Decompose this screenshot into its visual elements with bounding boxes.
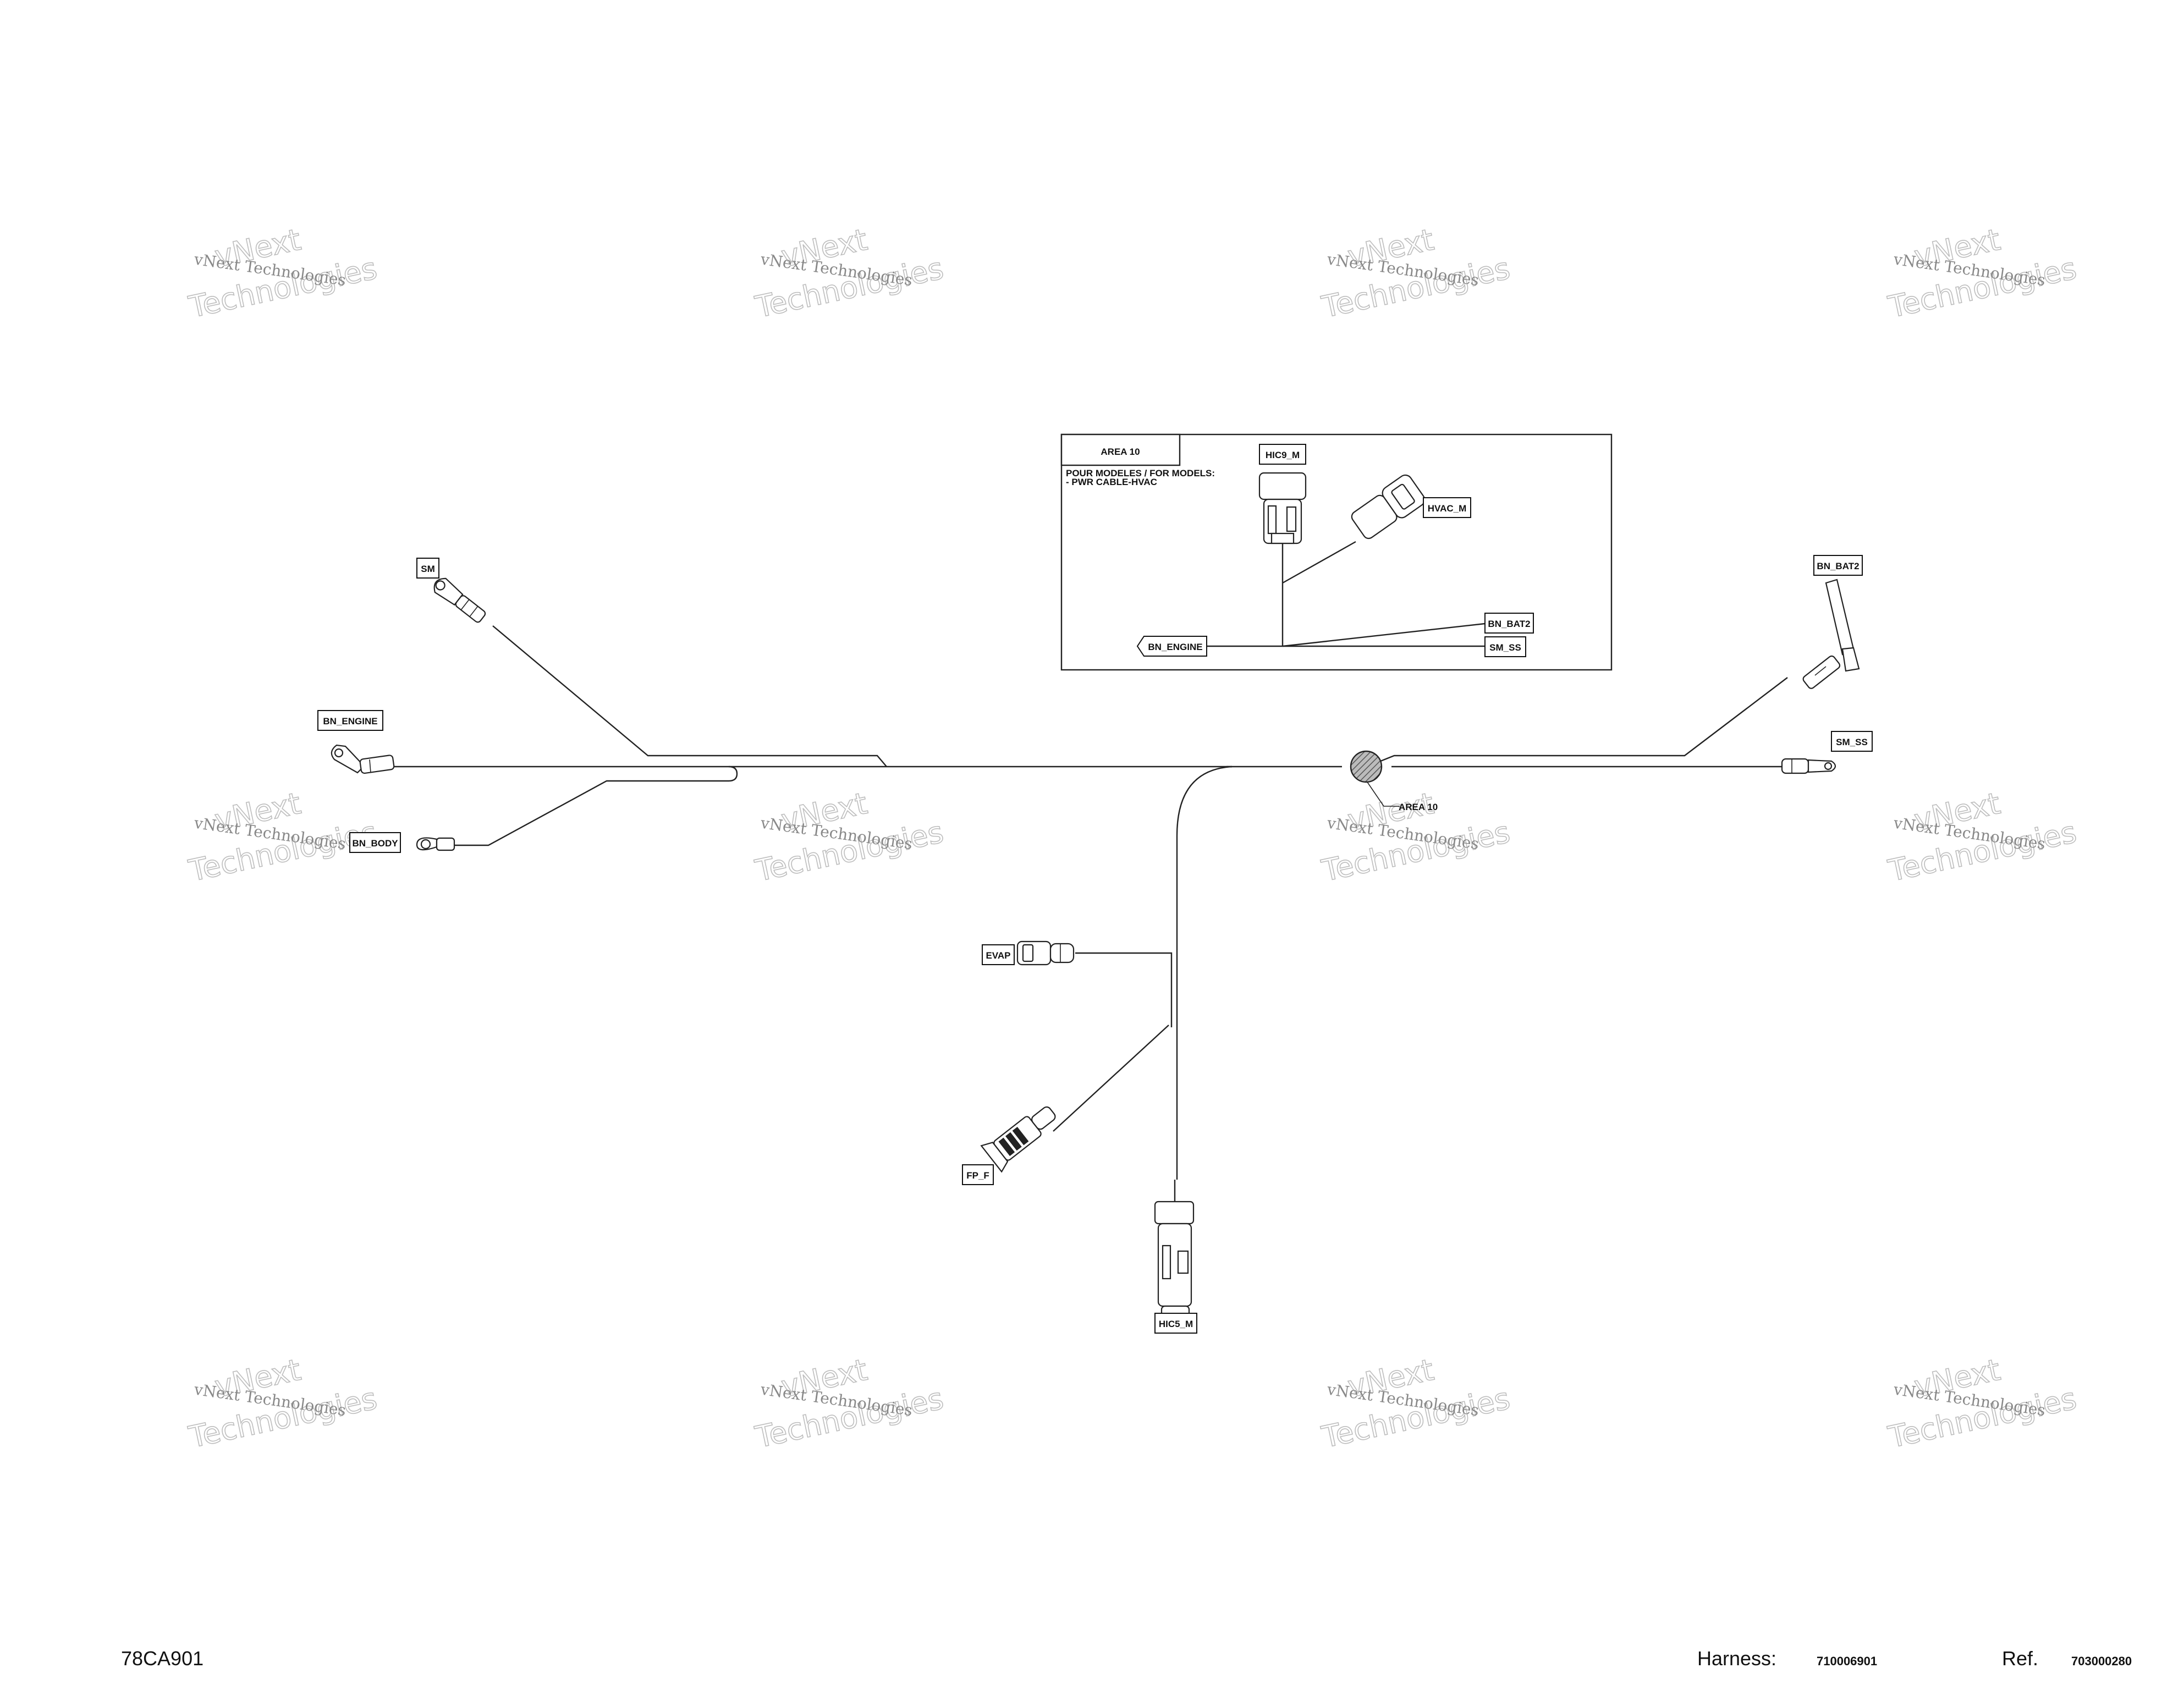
bn-engine-terminal-icon[interactable] — [331, 744, 395, 774]
hic5-connector-icon[interactable] — [1154, 1180, 1195, 1324]
area10-marker[interactable] — [1350, 750, 1383, 783]
inset-hic9-connector-icon[interactable] — [1258, 472, 1307, 544]
label-fp-f: FP_F — [962, 1164, 994, 1185]
label-sm: SM — [416, 558, 439, 579]
bn-body-branch-wire — [454, 766, 738, 846]
sm-ss-terminal-icon[interactable] — [1781, 758, 1836, 774]
area10-inset: AREA 10 POUR MODELES / FOR MODELS: - PWR… — [1060, 433, 1613, 671]
svg-text:BN_ENGINE: BN_ENGINE — [1148, 642, 1202, 652]
fp-f-branch-wire — [1053, 1025, 1169, 1132]
inset-note-line2: - PWR CABLE-HVAC — [1066, 477, 1157, 487]
bn-body-ring-terminal-icon[interactable] — [416, 837, 455, 851]
svg-text:FP_F: FP_F — [966, 1170, 989, 1181]
harness-number: 710006901 — [1817, 1654, 1877, 1668]
inset-label-hic9: HIC9_M — [1259, 444, 1306, 465]
fp-f-connector-icon[interactable] — [980, 1098, 1062, 1173]
harness-label: Harness: — [1697, 1647, 1776, 1670]
inset-title: AREA 10 — [1101, 447, 1140, 457]
label-bn-bat2: BN_BAT2 — [1813, 555, 1863, 576]
inset-note-line1: POUR MODELES / FOR MODELS: — [1066, 468, 1215, 478]
label-bn-body: BN_BODY — [349, 832, 401, 853]
svg-text:HVAC_M: HVAC_M — [1428, 503, 1467, 514]
svg-text:HIC9_M: HIC9_M — [1266, 450, 1300, 460]
inset-title-box — [1060, 433, 1181, 466]
inset-bn-bat2-wire — [1282, 623, 1486, 647]
label-sm-ss: SM_SS — [1831, 731, 1873, 752]
area10-leader — [1367, 781, 1400, 807]
label-hic5: HIC5_M — [1154, 1313, 1197, 1334]
inset-hvac-wire — [1282, 541, 1356, 584]
svg-text:HIC5_M: HIC5_M — [1159, 1319, 1193, 1329]
footer: 78CA901 Harness: 710006901 Ref. 70300028… — [121, 1647, 2132, 1670]
svg-text:EVAP: EVAP — [986, 950, 1010, 961]
wiring: AREA 10 — [393, 625, 1788, 1180]
area10-ref-label: AREA 10 — [1399, 802, 1438, 812]
label-bn-engine: BN_ENGINE — [317, 710, 383, 731]
svg-text:BN_BAT2: BN_BAT2 — [1817, 561, 1859, 571]
ref-label: Ref. — [2002, 1647, 2038, 1670]
svg-text:SM_SS: SM_SS — [1836, 737, 1868, 747]
label-evap: EVAP — [982, 944, 1015, 965]
inset-label-bn-bat2: BN_BAT2 — [1484, 613, 1534, 634]
inset-hvac-connector-icon[interactable] — [1349, 472, 1427, 542]
bn-bat2-terminal-icon[interactable] — [1802, 579, 1860, 690]
down-trunk-wire — [1176, 766, 1233, 1180]
drawing-code: 78CA901 — [121, 1647, 203, 1670]
svg-text:BN_BODY: BN_BODY — [352, 838, 398, 849]
sm-ring-terminal-icon[interactable] — [431, 575, 488, 625]
svg-text:BN_ENGINE: BN_ENGINE — [323, 716, 377, 726]
evap-connector-icon[interactable] — [1016, 940, 1075, 966]
bn-bat2-branch-wire — [1380, 677, 1788, 762]
ref-number: 703000280 — [2071, 1654, 2132, 1668]
inset-label-sm-ss: SM_SS — [1484, 636, 1526, 657]
svg-text:SM: SM — [421, 564, 435, 574]
inset-label-hvac: HVAC_M — [1423, 497, 1471, 518]
evap-branch-wire — [1075, 952, 1173, 1027]
svg-text:SM_SS: SM_SS — [1489, 642, 1521, 653]
sm-branch-wire — [492, 625, 887, 767]
svg-text:BN_BAT2: BN_BAT2 — [1488, 619, 1530, 629]
inset-label-bn-engine: BN_ENGINE — [1136, 636, 1207, 657]
